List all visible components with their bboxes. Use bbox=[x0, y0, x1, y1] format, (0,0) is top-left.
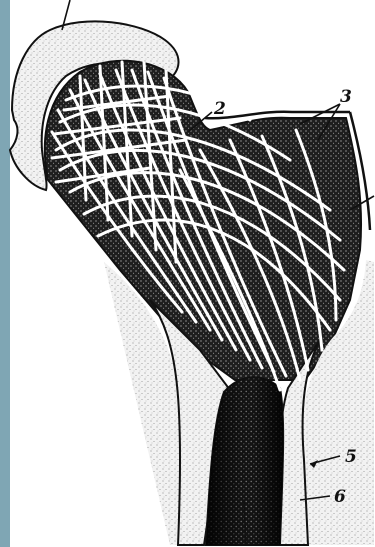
callout-2: 2 bbox=[213, 99, 226, 119]
callout-6: 6 bbox=[334, 487, 346, 507]
frame-strip bbox=[0, 0, 10, 547]
callout-3: 3 bbox=[340, 87, 352, 107]
callout-5: 5 bbox=[345, 447, 357, 467]
